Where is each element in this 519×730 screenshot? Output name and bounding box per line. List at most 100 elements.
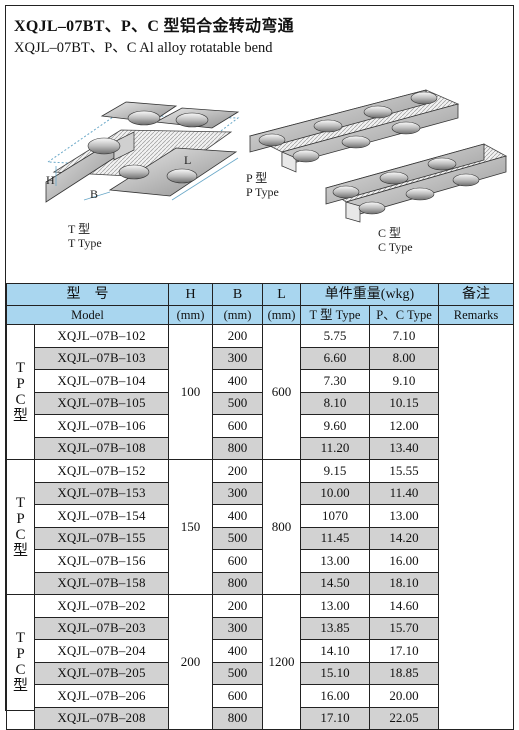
b-cell: 800 [212, 706, 263, 730]
pc-weight-cell: 16.00 [369, 549, 439, 573]
b-cell: 400 [212, 639, 263, 663]
p-type-label-en: P Type [246, 185, 279, 199]
group-label-char: C [15, 392, 26, 408]
model-cell: XQJL–07B–106 [34, 414, 169, 438]
t-weight-cell: 7.30 [300, 369, 370, 393]
pc-weight-cell: 20.00 [369, 684, 439, 708]
model-cell: XQJL–07B–205 [34, 661, 169, 685]
b-cell: 600 [212, 549, 263, 573]
b-cell: 800 [212, 436, 263, 460]
l-cell: 600 [262, 324, 301, 460]
t-weight-cell: 13.00 [300, 549, 370, 573]
header-weight: 单件重量(wkg) [300, 283, 439, 306]
group-label-char: C [15, 662, 26, 678]
model-cell: XQJL–07B–102 [34, 324, 169, 348]
group-label-char: 型 [12, 678, 28, 694]
group-label-char: P [16, 646, 25, 662]
model-cell: XQJL–07B–156 [34, 549, 169, 573]
model-cell: XQJL–07B–206 [34, 684, 169, 708]
t-weight-cell: 1070 [300, 504, 370, 528]
t-weight-cell: 8.10 [300, 391, 370, 415]
header-remarks-zh: 备注 [438, 283, 514, 306]
model-cell: XQJL–07B–202 [34, 594, 169, 618]
l-cell: 1200 [262, 594, 301, 730]
t-weight-cell: 5.75 [300, 324, 370, 348]
pc-weight-cell: 15.55 [369, 459, 439, 483]
group-label-char: T [15, 495, 26, 511]
pc-weight-cell: 14.20 [369, 526, 439, 550]
pc-weight-cell: 10.15 [369, 391, 439, 415]
pc-weight-cell: 7.10 [369, 324, 439, 348]
model-cell: XQJL–07B–103 [34, 346, 169, 370]
pc-weight-cell: 18.10 [369, 571, 439, 595]
model-cell: XQJL–07B–153 [34, 481, 169, 505]
model-cell: XQJL–07B–203 [34, 616, 169, 640]
header-l: L [262, 283, 301, 306]
model-cell: XQJL–07B–154 [34, 504, 169, 528]
t-weight-cell: 15.10 [300, 661, 370, 685]
b-cell: 600 [212, 684, 263, 708]
t-weight-cell: 14.10 [300, 639, 370, 663]
header-t-type: T 型 Type [300, 305, 370, 325]
c-type-drawing [325, 143, 508, 223]
header-h: H [168, 283, 213, 306]
remarks-cell [438, 324, 514, 730]
pc-weight-cell: 9.10 [369, 369, 439, 393]
header-pc-type: P、C Type [369, 305, 439, 325]
header-h-unit: (mm) [168, 305, 213, 325]
b-cell: 300 [212, 346, 263, 370]
header-l-unit: (mm) [262, 305, 301, 325]
t-type-drawing: H B L [45, 101, 240, 203]
b-cell: 500 [212, 526, 263, 550]
pc-weight-cell: 14.60 [369, 594, 439, 618]
pc-weight-cell: 11.40 [369, 481, 439, 505]
t-type-label-zh: T 型 [68, 222, 90, 236]
b-cell: 200 [212, 324, 263, 348]
model-cell: XQJL–07B–105 [34, 391, 169, 415]
model-cell: XQJL–07B–104 [34, 369, 169, 393]
pc-weight-cell: 18.85 [369, 661, 439, 685]
pc-weight-cell: 22.05 [369, 706, 439, 730]
t-weight-cell: 9.60 [300, 414, 370, 438]
t-weight-cell: 9.15 [300, 459, 370, 483]
dim-h: H [46, 173, 55, 187]
b-cell: 800 [212, 571, 263, 595]
model-cell: XQJL–07B–208 [34, 706, 169, 730]
group-label-char: C [15, 527, 26, 543]
pc-weight-cell: 12.00 [369, 414, 439, 438]
b-cell: 200 [212, 594, 263, 618]
c-type-label-en: C Type [378, 240, 413, 254]
pc-weight-cell: 13.40 [369, 436, 439, 460]
b-cell: 600 [212, 414, 263, 438]
t-weight-cell: 13.00 [300, 594, 370, 618]
group-label-char: T [15, 630, 26, 646]
model-cell: XQJL–07B–158 [34, 571, 169, 595]
model-cell: XQJL–07B–155 [34, 526, 169, 550]
l-cell: 800 [262, 459, 301, 595]
t-weight-cell: 11.45 [300, 526, 370, 550]
t-weight-cell: 10.00 [300, 481, 370, 505]
t-weight-cell: 14.50 [300, 571, 370, 595]
t-weight-cell: 17.10 [300, 706, 370, 730]
b-cell: 400 [212, 369, 263, 393]
b-cell: 500 [212, 661, 263, 685]
product-illustration: H B L T 型 T Type P 型 P Type C 型 C Type [45, 89, 508, 254]
b-cell: 200 [212, 459, 263, 483]
group-label-char: P [16, 376, 25, 392]
title-chinese: XQJL–07BT、P、C 型铝合金转动弯通 [14, 18, 294, 35]
h-cell: 150 [168, 459, 213, 595]
